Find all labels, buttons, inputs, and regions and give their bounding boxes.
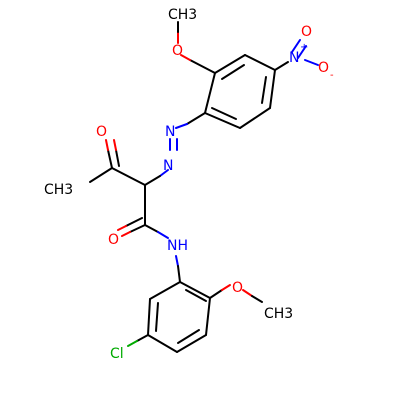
acetoacetyl-chain: O CH3 O NH — [44, 124, 188, 254]
azo-linkage: N N — [144, 112, 206, 186]
methoxy-bottom: O CH3 — [209, 280, 293, 322]
chlorine-label: Cl — [110, 346, 124, 362]
methoxy-top-o-label: O — [172, 43, 183, 59]
nitro-o-minus-label: - — [330, 70, 334, 81]
methyl-top-label: CH3 — [168, 7, 197, 23]
chloro-substituent: Cl — [110, 334, 149, 362]
nitro-n-label: N — [289, 50, 299, 66]
amide-o-label: O — [108, 232, 119, 248]
methoxy-bottom-o-label: O — [232, 280, 243, 296]
nitro-o-right-label: O — [318, 60, 329, 76]
acetyl-methyl-label: CH3 — [44, 182, 73, 198]
azo-n-upper-label: N — [165, 124, 175, 140]
methyl-bottom-label: CH3 — [264, 306, 293, 322]
bottom-ring — [147, 255, 211, 353]
nitro-group: N + O - O — [274, 24, 334, 81]
amide-nh-label: NH — [167, 238, 188, 254]
top-ring — [204, 54, 276, 129]
nitro-o-top-label: O — [301, 24, 312, 40]
azo-n-lower-label: N — [163, 158, 173, 174]
nitro-plus-label: + — [300, 42, 308, 53]
methoxy-top: O CH3 — [168, 7, 216, 74]
ketone-o-label: O — [96, 124, 107, 140]
